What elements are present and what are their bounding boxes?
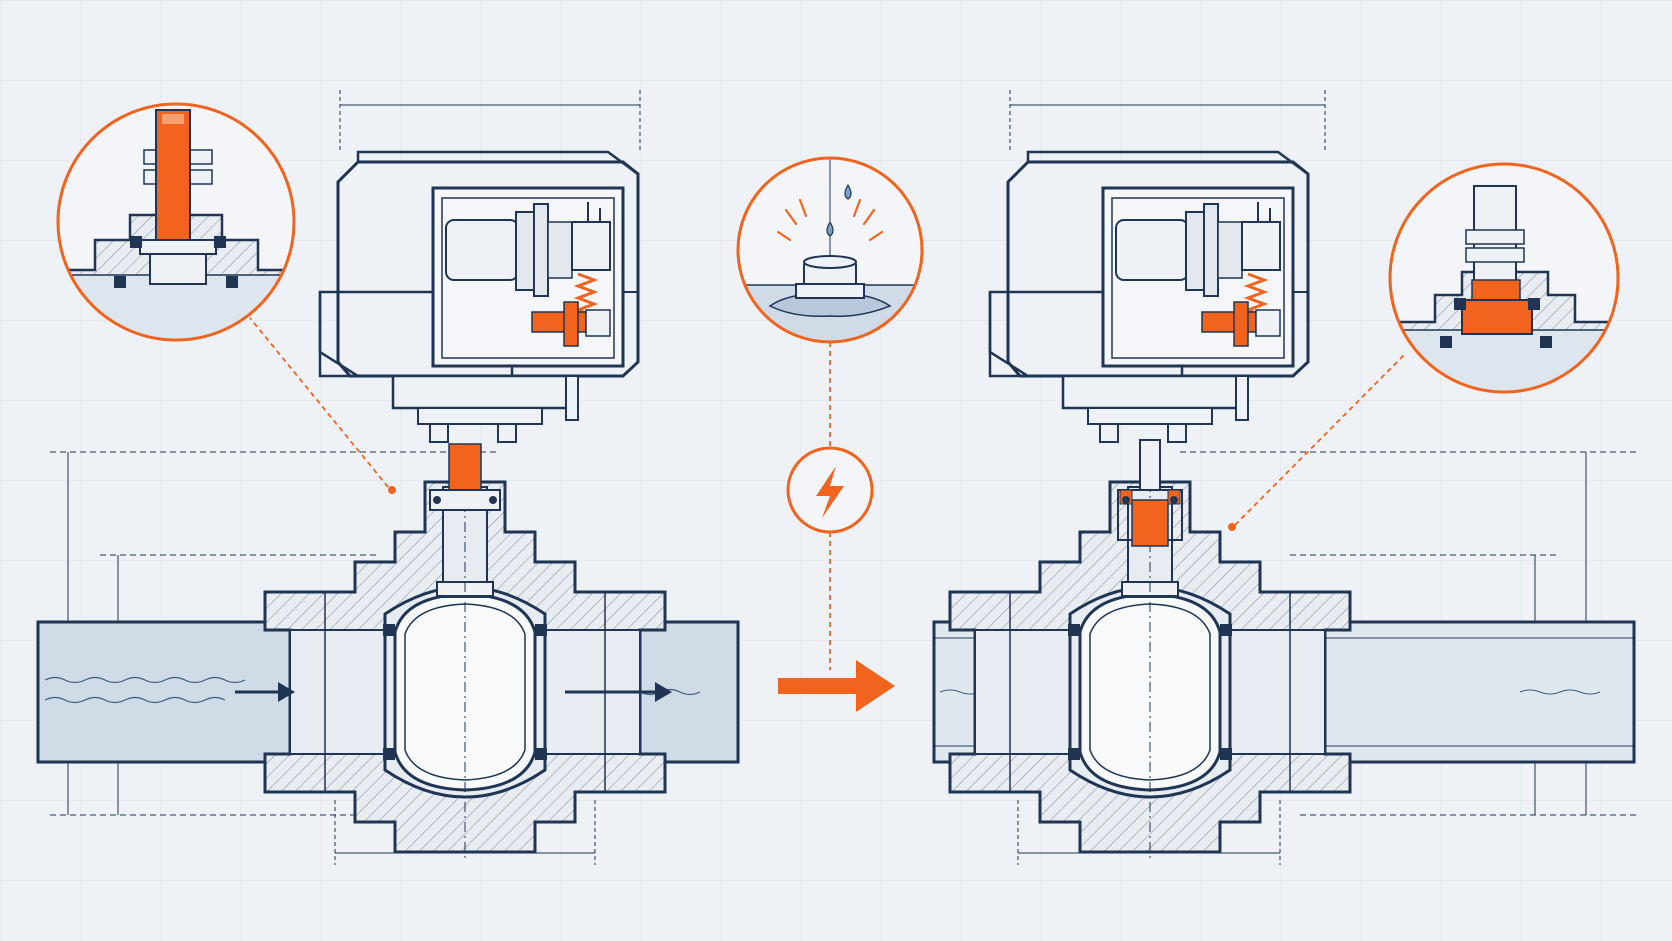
detail-inset-after bbox=[1388, 162, 1620, 394]
flow-arrow-icon bbox=[235, 682, 295, 702]
flow-arrow-icon bbox=[565, 682, 672, 702]
valve-assembly-before bbox=[36, 90, 740, 865]
stem-highlight-after bbox=[1131, 499, 1169, 547]
lightning-bolt-icon bbox=[786, 446, 874, 534]
valve-assembly-after bbox=[932, 90, 1640, 865]
detail-inset-before bbox=[56, 102, 296, 342]
right-arrow-icon bbox=[778, 660, 895, 712]
